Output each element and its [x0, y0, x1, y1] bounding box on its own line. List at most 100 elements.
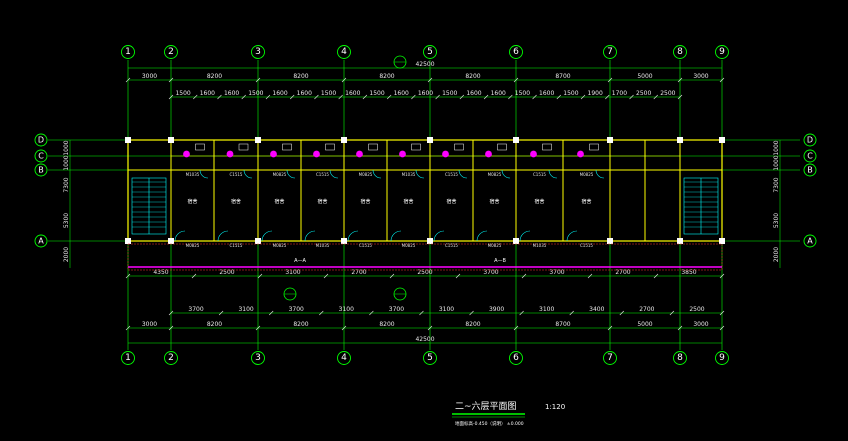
column [607, 238, 613, 244]
door-swing [347, 230, 359, 242]
door-swing [390, 230, 402, 242]
sink-fixture [282, 143, 292, 151]
column [125, 238, 131, 244]
top-dim-row2-tick [508, 94, 513, 100]
sink-fixture [497, 143, 507, 151]
drawing-title: 二~六层平面图 [455, 400, 517, 412]
door-swing [217, 230, 229, 242]
door-swing [458, 169, 468, 179]
bottom-dim-row2-tick [519, 310, 524, 316]
bottom-dim-row1-tick [455, 273, 461, 279]
room-label: 宿舍 [274, 198, 284, 205]
axis-bubble [34, 234, 48, 248]
room-tag: C1515 [445, 243, 458, 248]
room-tag: C1515 [533, 172, 546, 177]
column [677, 137, 683, 143]
bottom-dim-row3-tick [168, 325, 174, 331]
toilet-fixture [577, 150, 584, 158]
axis-bubble [251, 351, 265, 365]
axis-label: 9 [719, 47, 725, 57]
sink-fixture [589, 143, 599, 151]
axis-label: C [38, 152, 44, 161]
toilet-fixture [356, 150, 363, 158]
room-tag: C1515 [580, 243, 593, 248]
bottom-dim-row2-label: 3100 [539, 306, 554, 313]
bottom-dim-row3-label: 3000 [142, 321, 157, 328]
top-dim-row2-label: 1600 [200, 90, 215, 97]
bottom-dim-row1-tick [125, 273, 131, 279]
bottom-dim-row1-tick [257, 273, 263, 279]
room-label: 宿舍 [360, 198, 370, 205]
door-swing [199, 169, 209, 179]
axis-label: 8 [677, 47, 683, 57]
right-dim-label: 7300 [773, 177, 780, 192]
axis-bubble [803, 234, 817, 248]
top-dim-row2-tick [314, 94, 319, 100]
door-swing [595, 169, 605, 179]
column [719, 137, 725, 143]
axis-label: D [807, 136, 813, 145]
door-swing [304, 230, 316, 242]
door-swing [476, 230, 488, 242]
sink-fixture [411, 143, 421, 151]
door-swing [501, 169, 511, 179]
top-dim-row2-tick [241, 94, 246, 100]
column [427, 137, 433, 143]
bottom-dim-row3-label: 8200 [207, 321, 222, 328]
room-tag: M0825 [402, 243, 416, 248]
axis-bubble [34, 163, 48, 177]
bottom-dim-row1-label: 3100 [285, 269, 300, 276]
top-dim-row1-tick [125, 77, 131, 83]
top-dim-row2-label: 1600 [466, 90, 481, 97]
axis-bubble [803, 163, 817, 177]
top-dim-row2-label: 1500 [369, 90, 384, 97]
drawing-note: 地面标高-0.450（说明） ±0.000 [455, 420, 524, 427]
toilet-fixture [226, 150, 234, 158]
room-tag: M0825 [273, 172, 287, 177]
door-swing [372, 169, 382, 179]
top-dim-row2-label: 1700 [612, 90, 627, 97]
axis-bubble [121, 45, 135, 59]
axis-label: 5 [427, 47, 433, 57]
top-dim-row2-tick [411, 94, 416, 100]
top-dim-row2-tick [580, 94, 586, 100]
axis-bubble [803, 149, 817, 163]
axis-label: 6 [513, 353, 519, 363]
door-swing [415, 169, 425, 179]
axis-bubble [164, 351, 178, 365]
axis-bubble [603, 351, 617, 365]
room-label: 宿舍 [231, 198, 241, 205]
walls [125, 137, 725, 271]
sink-fixture [542, 143, 552, 151]
column [513, 137, 519, 143]
exterior-wall [127, 139, 723, 242]
column [607, 137, 613, 143]
top-dim-row2-label: 2500 [660, 90, 675, 97]
top-dim-row2-tick [653, 94, 658, 100]
bottom-dim-row2-label: 3900 [489, 306, 504, 313]
room-tag: C1515 [230, 172, 243, 177]
axis-bubble [34, 149, 48, 163]
bottom-dim-row1-tick [587, 273, 593, 279]
top-dim-row1-tick [513, 77, 519, 83]
bottom-dim-row3-tick [513, 325, 519, 331]
column [168, 238, 174, 244]
top-dim-row1-tick [427, 77, 433, 83]
top-dim-row2-tick [217, 94, 222, 100]
top-dim-row2-tick [338, 94, 343, 100]
top-dim-row2-label: 1500 [442, 90, 457, 97]
top-dim-row2-label: 1600 [491, 90, 506, 97]
bottom-dim-row3-label: 8200 [465, 321, 480, 328]
sink-fixture [454, 143, 464, 151]
top-dim-row1-label: 3000 [693, 73, 708, 80]
bottom-dim-row2-label: 3100 [339, 306, 354, 313]
column [677, 238, 683, 244]
room-label: 宿舍 [489, 198, 499, 205]
axis-bubble [164, 45, 178, 59]
axis-label: B [807, 166, 813, 175]
top-dim-row2-tick [677, 94, 683, 100]
axis-bubble [509, 45, 523, 59]
sink-fixture [238, 143, 249, 151]
axis-bubble [34, 133, 48, 147]
bottom-dim-row1-label: 4350 [153, 269, 168, 276]
